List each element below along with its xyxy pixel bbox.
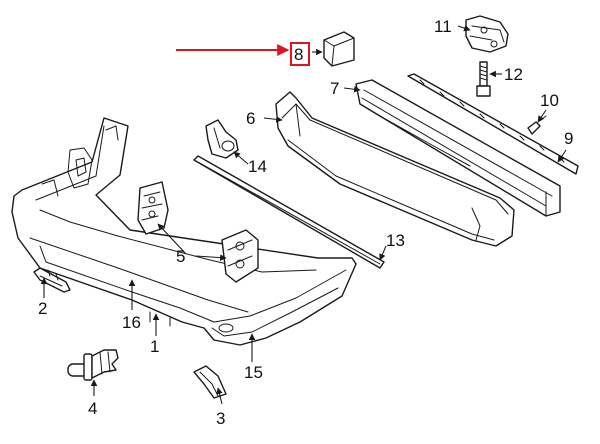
bumper-guard-part-8 xyxy=(323,31,355,67)
callout-1: 1 xyxy=(150,337,159,356)
leader-10 xyxy=(537,109,547,123)
leader-9 xyxy=(557,149,567,163)
callout-10: 10 xyxy=(540,91,559,110)
screw-part-10 xyxy=(527,115,547,135)
side-bracket-part-14 xyxy=(205,119,239,159)
leader-7 xyxy=(343,85,361,93)
highlight-box xyxy=(290,42,310,66)
callout-3: 3 xyxy=(216,409,225,428)
leader-5b xyxy=(195,254,227,261)
leader-lines xyxy=(40,24,567,405)
bracket-part-3 xyxy=(193,365,227,399)
leader-6 xyxy=(263,116,283,123)
leader-14 xyxy=(233,151,249,165)
trim-strip-part-13 xyxy=(193,155,385,269)
callout-8: 8 xyxy=(294,45,303,64)
callout-13: 13 xyxy=(386,231,405,250)
callout-16: 16 xyxy=(122,313,141,332)
callout-2: 2 xyxy=(38,299,47,318)
callout-7: 7 xyxy=(330,79,339,98)
reinforcement-bar-part-7 xyxy=(355,79,561,217)
bolt-part-12 xyxy=(476,61,491,97)
push-pin-part-4 xyxy=(67,349,119,381)
callout-15: 15 xyxy=(244,363,263,382)
callout-9: 9 xyxy=(564,129,573,148)
callout-14: 14 xyxy=(248,157,267,176)
clip-part-2 xyxy=(33,267,71,293)
callout-5: 5 xyxy=(176,247,185,266)
mounting-bracket-part-5 xyxy=(137,181,259,283)
callout-4: 4 xyxy=(88,399,97,418)
top-bracket-part-11 xyxy=(465,15,509,53)
callout-6: 6 xyxy=(246,109,255,128)
leader-5a xyxy=(157,223,187,255)
rubber-strip-part-9 xyxy=(407,73,579,175)
leader-3 xyxy=(216,387,223,405)
impact-absorber-part-6 xyxy=(275,91,515,247)
leader-11 xyxy=(457,24,471,32)
callout-12: 12 xyxy=(504,65,523,84)
callout-11: 11 xyxy=(434,17,452,36)
leader-13 xyxy=(379,245,387,261)
highlight-callout-8 xyxy=(176,42,310,66)
callout-labels: 1 2 3 4 5 6 7 8 9 10 11 12 13 14 15 16 xyxy=(38,17,573,428)
